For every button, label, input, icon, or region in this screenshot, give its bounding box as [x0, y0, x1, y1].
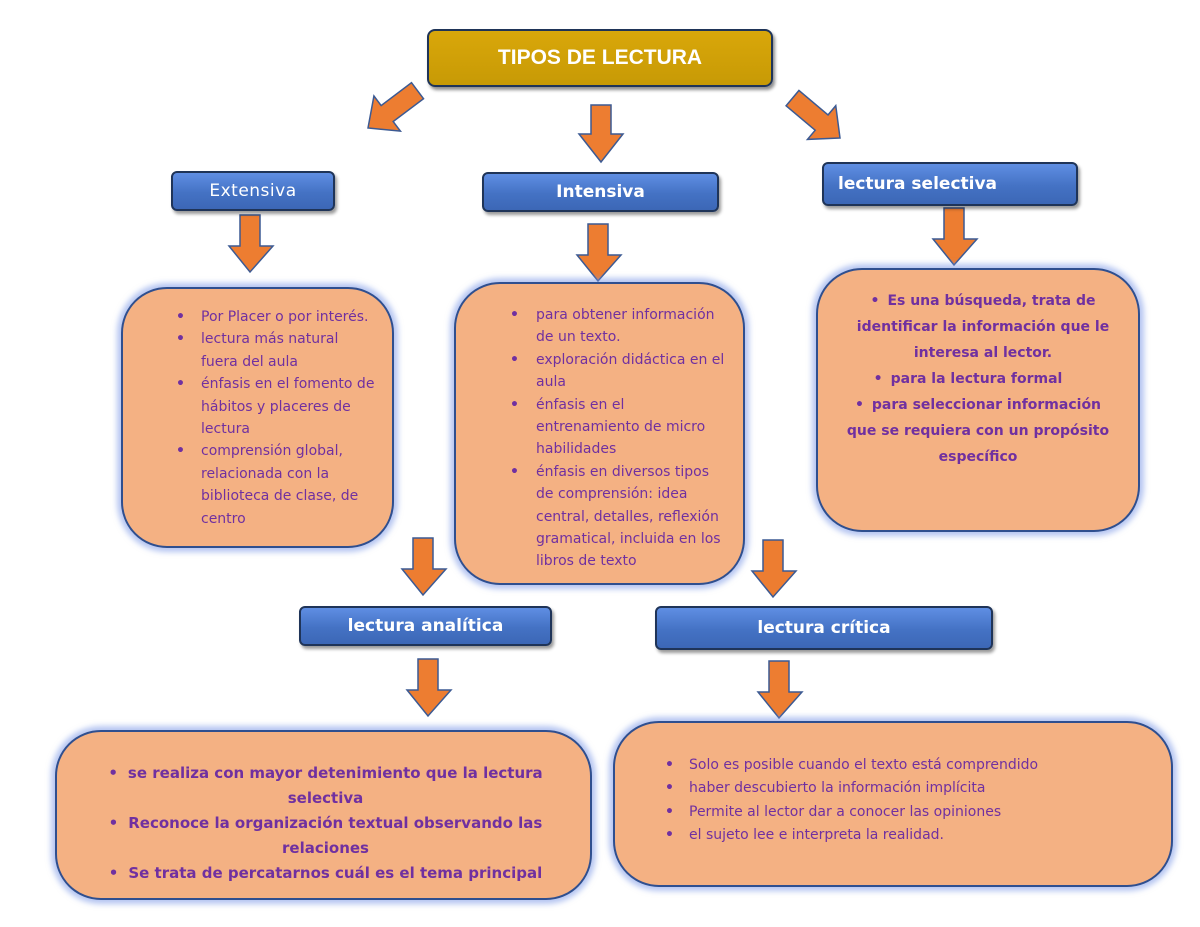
category-analitica: lectura analítica [299, 606, 552, 646]
category-extensiva: Extensiva [171, 171, 335, 211]
arrow-to-critica [750, 539, 798, 599]
arrow-selectiva-down [931, 207, 979, 267]
list-item: para la lectura formal [846, 366, 1120, 392]
list-item: Reconoce la organización textual observa… [81, 811, 570, 861]
diagram-title: TIPOS DE LECTURA [497, 46, 703, 69]
list-item: el sujeto lee e interpreta la realidad. [665, 824, 1151, 848]
category-critica: lectura crítica [655, 606, 993, 650]
arrow-analitica-down [405, 658, 453, 718]
list-item: Solo es posible cuando el texto está com… [665, 754, 1151, 778]
title-box: TIPOS DE LECTURA [427, 29, 773, 87]
arrow-to-analitica [400, 537, 448, 597]
list-item: para seleccionar información que se requ… [846, 392, 1120, 470]
intensiva-list: para obtener información de un texto. ex… [456, 284, 743, 573]
arrow-intensiva-down [575, 223, 623, 283]
list-item: para obtener información de un texto. [510, 304, 729, 349]
list-item: se realiza con mayor detenimiento que la… [81, 761, 570, 811]
arrow-to-intensiva [577, 104, 625, 164]
list-item: Se trata de percatarnos cuál es el tema … [81, 861, 570, 886]
list-item: Permite al lector dar a conocer las opin… [665, 801, 1151, 825]
extensiva-list: Por Placer o por interés. lectura más na… [123, 289, 392, 530]
list-item: haber descubierto la información implíci… [665, 777, 1151, 801]
category-intensiva: Intensiva [482, 172, 719, 212]
list-item: comprensión global, relacionada con la b… [176, 440, 378, 530]
category-analitica-label: lectura analítica [347, 616, 504, 636]
list-item: Por Placer o por interés. [176, 306, 378, 329]
analitica-description-box: se realiza con mayor detenimiento que la… [55, 730, 592, 900]
arrow-to-extensiva [367, 81, 425, 133]
category-intensiva-label: Intensiva [556, 182, 645, 202]
list-item: exploración didáctica en el aula [510, 349, 729, 394]
category-critica-label: lectura crítica [757, 618, 891, 638]
analitica-list: se realiza con mayor detenimiento que la… [57, 732, 590, 886]
list-item: lectura más natural fuera del aula [176, 328, 378, 373]
critica-description-box: Solo es posible cuando el texto está com… [613, 721, 1173, 887]
category-extensiva-label: Extensiva [209, 181, 297, 201]
critica-list: Solo es posible cuando el texto está com… [615, 723, 1171, 848]
arrow-to-selectiva [785, 89, 841, 141]
category-selectiva-label: lectura selectiva [838, 174, 998, 194]
list-item: énfasis en diversos tipos de comprensión… [510, 461, 729, 573]
list-item: énfasis en el fomento de hábitos y place… [176, 373, 378, 440]
list-item: Es una búsqueda, trata de identificar la… [846, 288, 1120, 366]
arrow-critica-down [756, 660, 804, 720]
category-selectiva: lectura selectiva [822, 162, 1078, 206]
list-item: énfasis en el entrenamiento de micro hab… [510, 394, 729, 461]
selectiva-list: Es una búsqueda, trata de identificar la… [818, 270, 1138, 470]
selectiva-description-box: Es una búsqueda, trata de identificar la… [816, 268, 1140, 532]
arrow-extensiva-down [227, 214, 275, 274]
intensiva-description-box: para obtener información de un texto. ex… [454, 282, 745, 585]
extensiva-description-box: Por Placer o por interés. lectura más na… [121, 287, 394, 548]
